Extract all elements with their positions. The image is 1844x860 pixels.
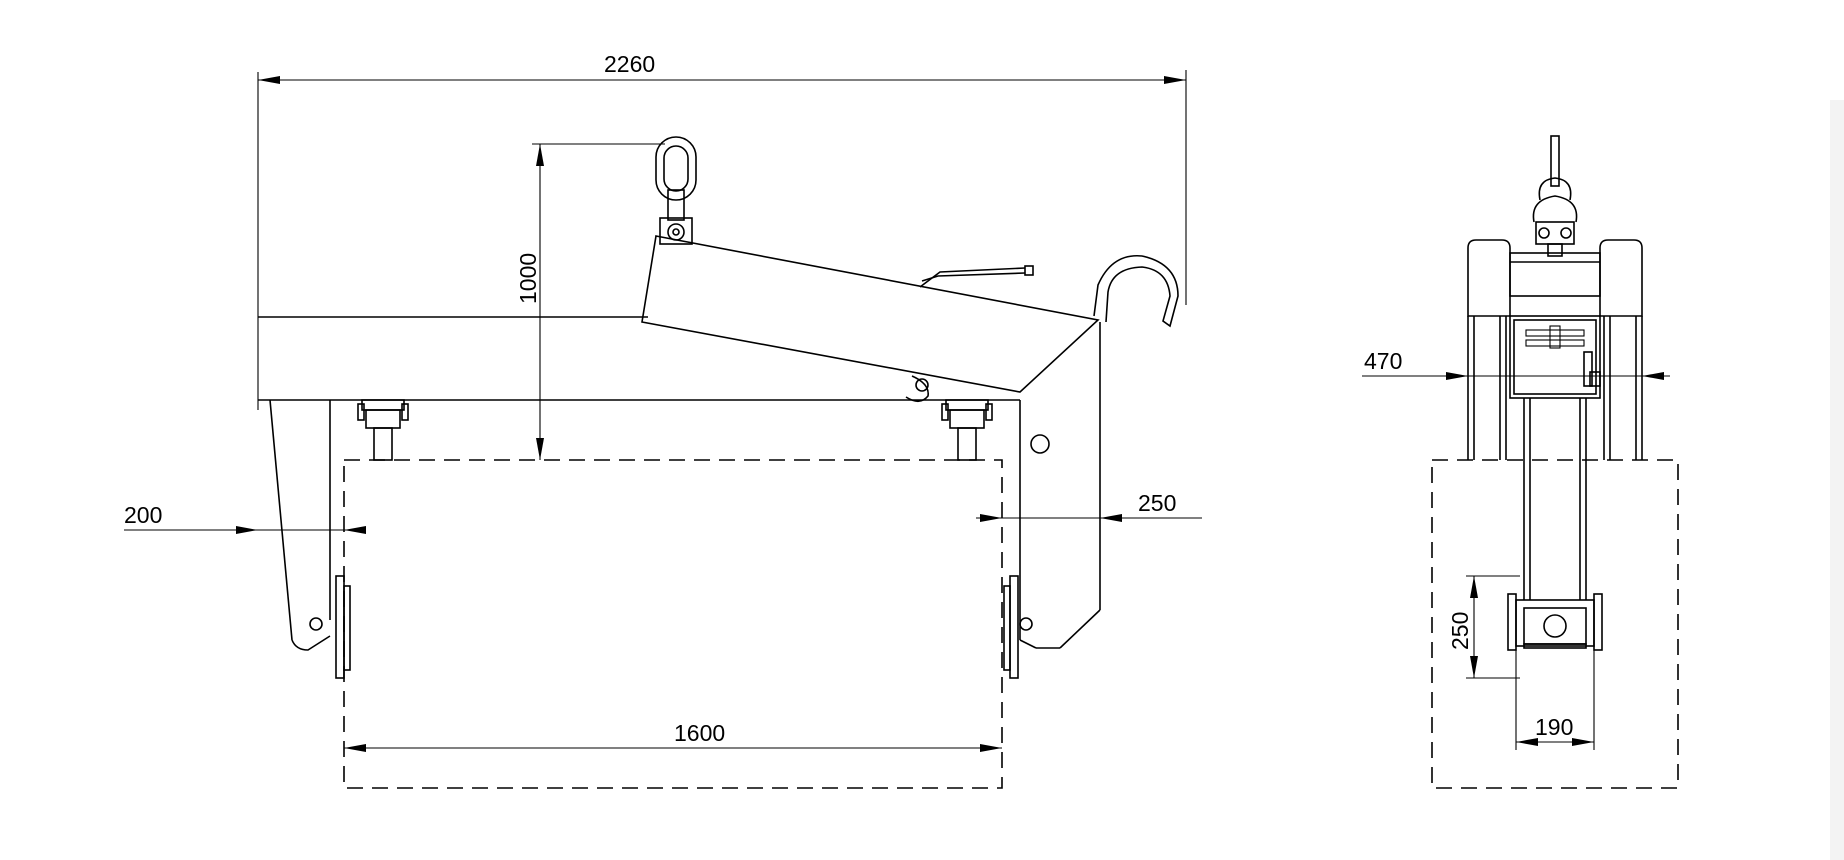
front-view: 470 250 190 <box>1362 135 1679 789</box>
dim-200-label: 200 <box>124 502 162 528</box>
dim-1000-label: 1000 <box>515 253 541 304</box>
front-shackle <box>1532 135 1578 257</box>
dimension-190: 190 <box>1515 650 1595 750</box>
dim-250-front-label: 250 <box>1447 612 1473 650</box>
front-left-block <box>1467 239 1511 460</box>
front-foot <box>1507 593 1603 651</box>
front-crossbar <box>1509 252 1601 297</box>
dim-1600-label: 1600 <box>674 720 725 746</box>
dimension-250-side: 250 <box>976 490 1202 522</box>
right-edge-band <box>1830 100 1844 860</box>
dim-470-label: 470 <box>1364 348 1402 374</box>
dim-250-side-label: 250 <box>1138 490 1176 516</box>
tilted-arm <box>641 235 1179 403</box>
right-leg <box>1003 322 1101 679</box>
side-view: 2260 1000 <box>124 51 1202 789</box>
dimension-200: 200 <box>124 502 366 534</box>
dimension-470: 470 <box>1362 348 1670 380</box>
main-beam <box>258 316 1020 401</box>
left-leg <box>269 399 351 679</box>
front-load-outline <box>1431 459 1679 789</box>
load-outline <box>343 459 1003 789</box>
dim-2260-label: 2260 <box>604 51 655 77</box>
lifting-eye <box>655 136 697 245</box>
front-center-box <box>1509 315 1601 399</box>
dimension-250-front: 250 <box>1447 575 1520 679</box>
dimension-1000: 1000 <box>515 143 665 460</box>
front-column <box>1523 398 1587 600</box>
front-right-block <box>1599 239 1643 460</box>
dimension-2260: 2260 <box>257 51 1187 410</box>
dimension-1600: 1600 <box>344 720 1002 752</box>
dim-190-label: 190 <box>1535 714 1573 740</box>
right-holder <box>941 399 993 461</box>
left-holder <box>357 399 409 461</box>
